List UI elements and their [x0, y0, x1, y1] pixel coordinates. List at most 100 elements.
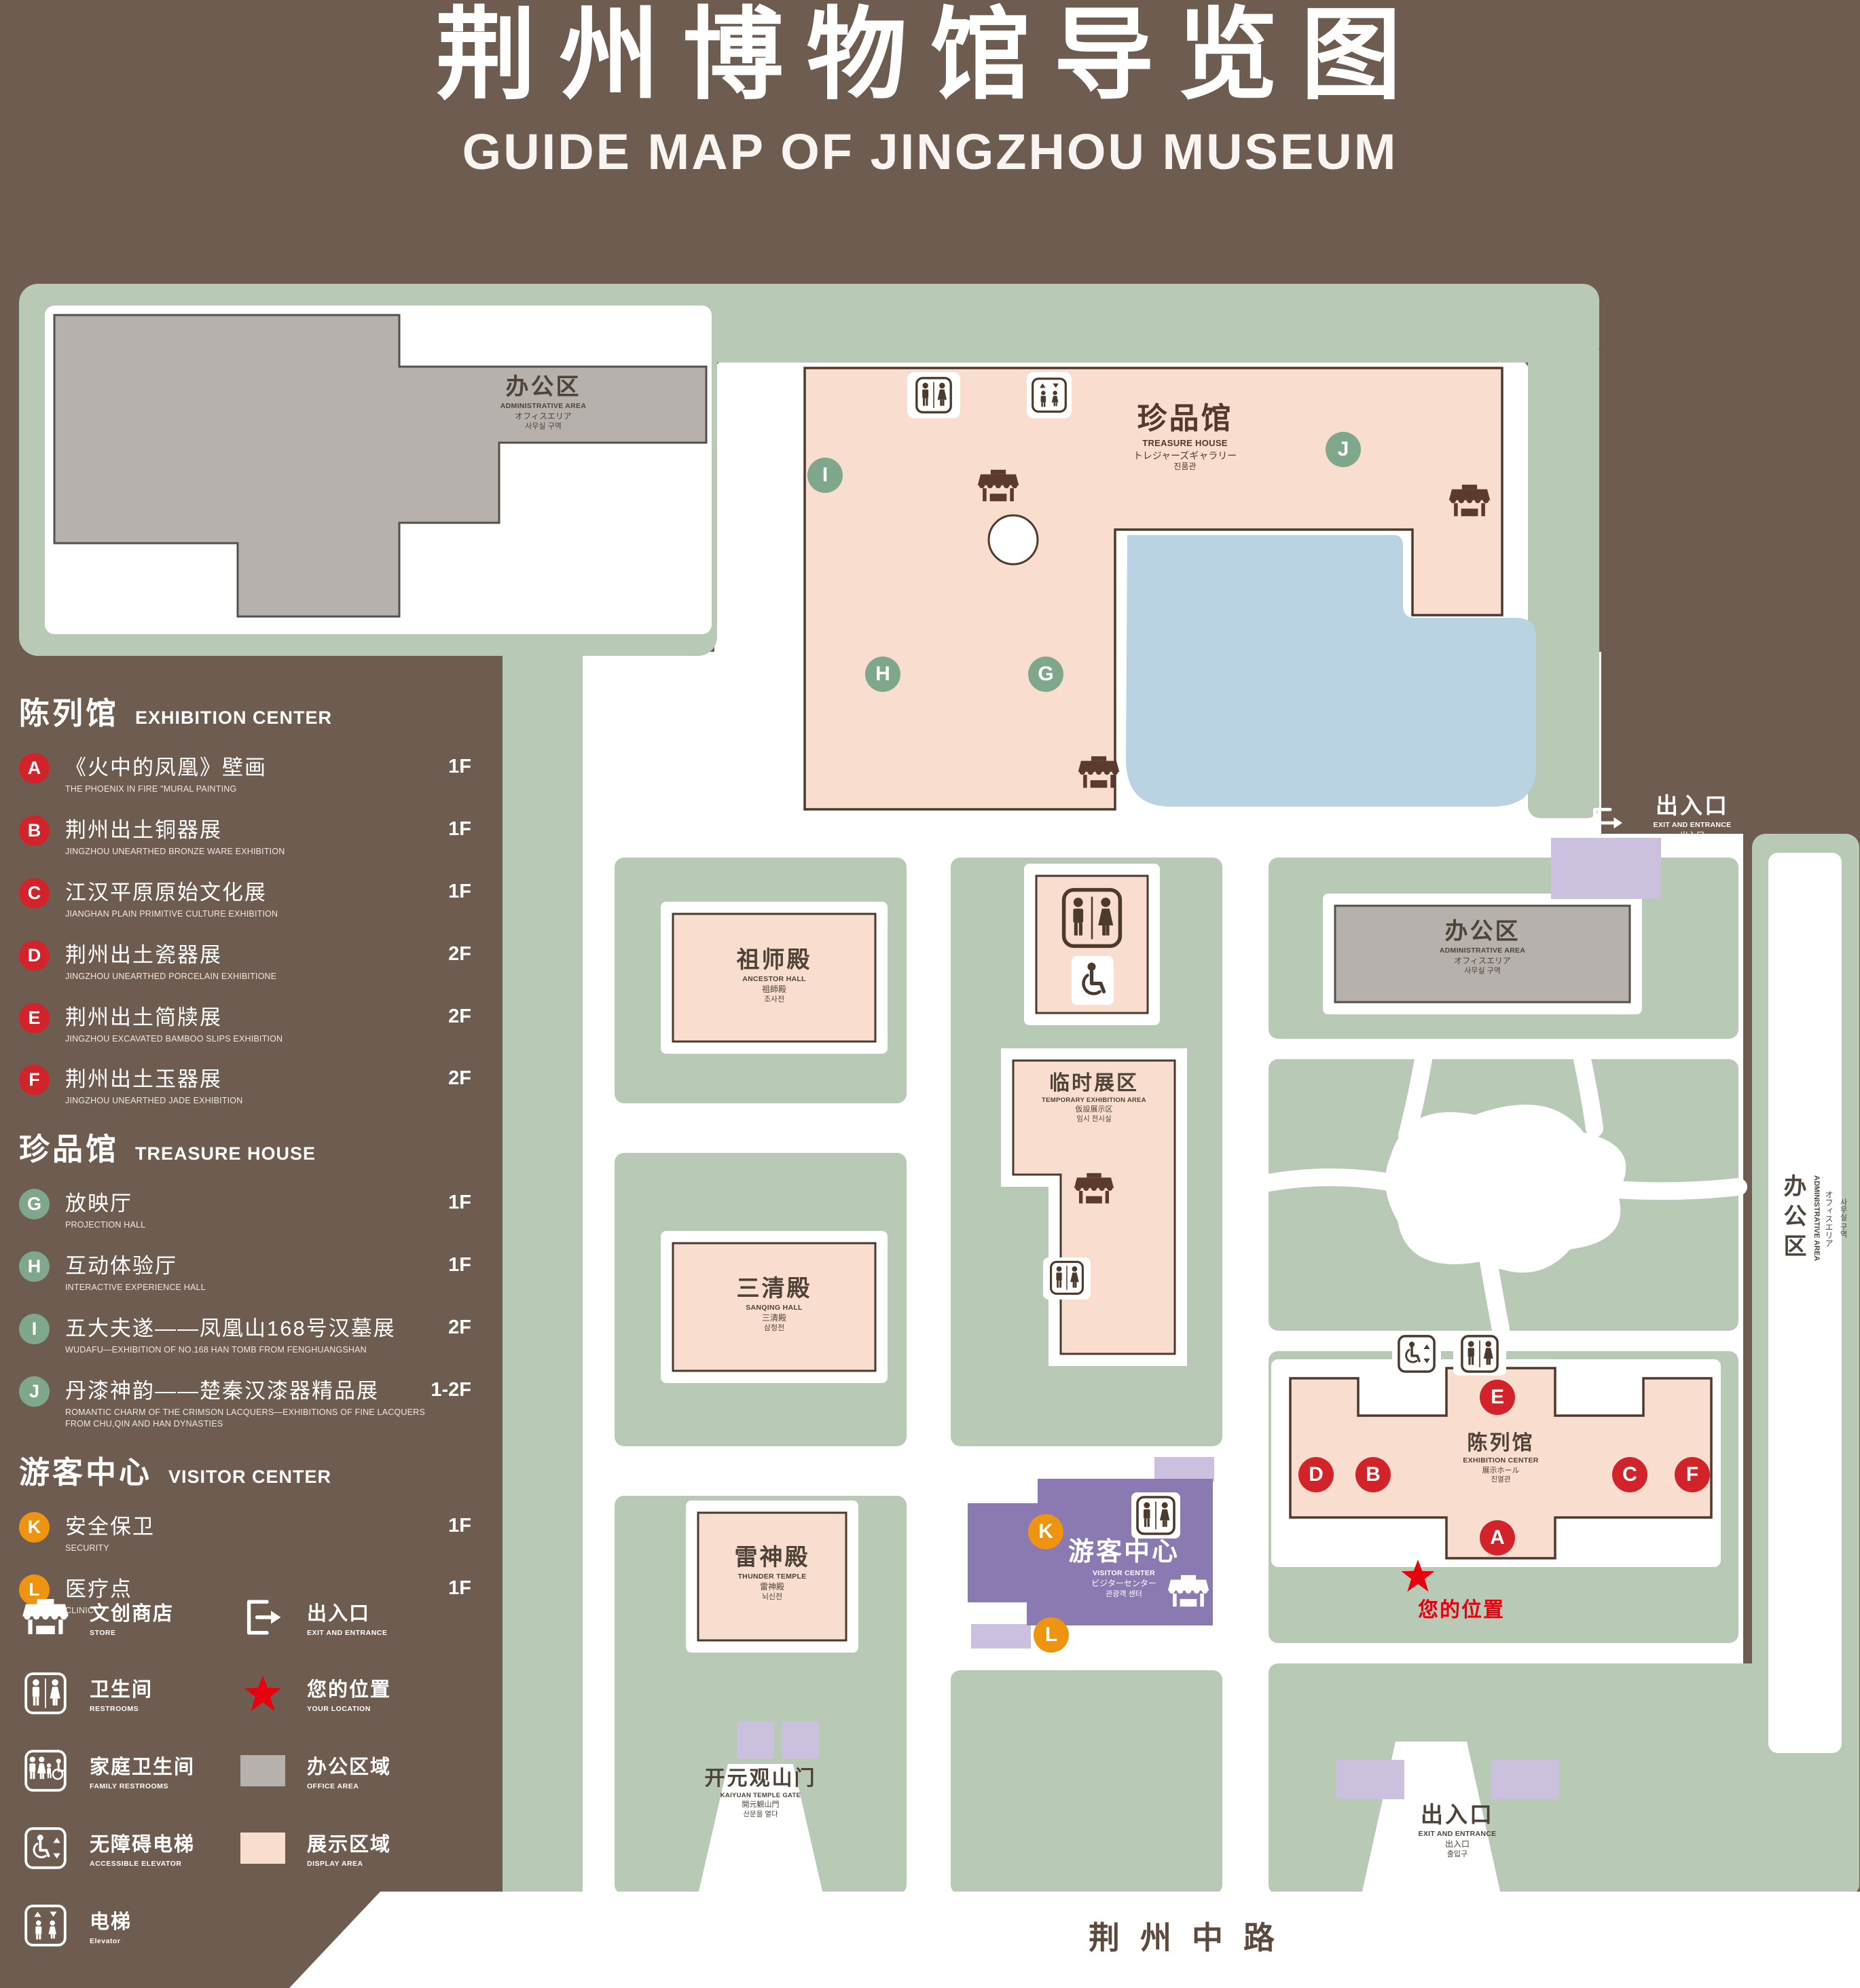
- label-en: EXIT AND ENTRANCE: [1418, 1829, 1497, 1838]
- marker-badge-E: E: [19, 1002, 50, 1033]
- map-marker-B: B: [1355, 1457, 1391, 1492]
- marker-badge-I: I: [19, 1314, 50, 1344]
- exhibit-name-en: ROMANTIC CHARM OF THE CRIMSON LACQUERS—E…: [65, 1407, 425, 1429]
- exhibit-name: 荆州出土玉器展 JINGZHOU UNEARTHED JADE EXHIBITI…: [65, 1062, 475, 1107]
- key-label-en: STORE: [90, 1629, 116, 1637]
- legend-item-K: K 安全保卫 SECURITY 1F: [19, 1509, 475, 1554]
- east-office-strip: [1768, 853, 1842, 1753]
- ne-entrance-pad: [1551, 838, 1661, 899]
- floor-label: 1F: [448, 1192, 471, 1214]
- gate-post: [737, 1722, 774, 1759]
- floor-label: 1F: [448, 1577, 471, 1599]
- office-building-mid: [1334, 904, 1631, 1004]
- your-location-label: 您的位置: [1418, 1599, 1505, 1621]
- elevator-icon: [19, 1904, 72, 1947]
- label-ko: 뇌신전: [761, 1593, 783, 1602]
- label-zh: 办公区: [1444, 919, 1520, 944]
- legend-item-F: F 荆州出土玉器展 JINGZHOU UNEARTHED JADE EXHIBI…: [19, 1062, 475, 1107]
- floor-label: 2F: [448, 1005, 471, 1027]
- label-ja: トレジャーズギャラリー: [1133, 450, 1237, 462]
- label-zh: 办公区: [505, 374, 581, 400]
- label-ja: オフィスエリア: [1824, 1190, 1834, 1247]
- temporary-exhibition-building: [1012, 1059, 1176, 1355]
- label-en: SANQING HALL: [746, 1304, 803, 1312]
- label-ja: 仮設展示区: [1075, 1105, 1113, 1114]
- label-ja: 展示ホール: [1482, 1466, 1520, 1475]
- section-treasure-house: 珍品馆 TREASURE HOUSE: [19, 1124, 475, 1168]
- key-exit: 出入口 EXIT AND ENTRANCE: [236, 1597, 515, 1638]
- exhibit-name-en: JIANGHAN PLAIN PRIMITIVE CULTURE EXHIBIT…: [65, 908, 278, 919]
- label-ja: 三清殿: [761, 1312, 786, 1323]
- legend-item-D: D 荆州出土瓷器展 JINGZHOU UNEARTHED PORCELAIN E…: [19, 938, 475, 982]
- key-label-zh: 出入口: [307, 1603, 371, 1625]
- label-ja: 出入口: [1679, 830, 1704, 840]
- accessible-elevator-chip: [1392, 1332, 1441, 1376]
- exhibit-name-zh: 荆州出土玉器展: [65, 1067, 222, 1092]
- page-title: 荆州博物馆导览图: [435, 0, 1425, 111]
- label-ko: 산문을 열다: [743, 1809, 778, 1818]
- key-label-zh: 文创商店: [90, 1603, 175, 1625]
- floor-label: 2F: [448, 1317, 471, 1338]
- accessible-elevator-icon: [19, 1826, 72, 1870]
- label-en: ADMINISTRATIVE AREA: [1439, 946, 1526, 955]
- key-spacer: [236, 1904, 515, 1947]
- marker-badge-B: B: [19, 815, 50, 846]
- map-marker-L: L: [1034, 1617, 1069, 1653]
- section-title-zh: 珍品馆: [19, 1132, 120, 1167]
- exhibit-name: 放映厅 PROJECTION HALL: [65, 1186, 475, 1231]
- key-label-en: YOUR LOCATION: [307, 1705, 371, 1713]
- legend-item-I: I 五大夫遂——凤凰山168号汉墓展 WUDAFU—EXHIBITION OF …: [19, 1311, 475, 1356]
- label-ja: 出入口: [1444, 1839, 1470, 1849]
- label-ja: オフィスエリア: [1454, 955, 1511, 965]
- south-entrance-pad: [1491, 1760, 1559, 1799]
- exhibit-name-en: CLINIC: [65, 1605, 94, 1615]
- exhibit-name: 荆州出土铜器展 JINGZHOU UNEARTHED BRONZE WARE E…: [65, 813, 475, 858]
- label-exhibition-center: 陈列馆 EXHIBITION CENTER 展示ホール 진열관: [1463, 1430, 1538, 1485]
- label-ja: ビジターセンター: [1091, 1579, 1156, 1589]
- map-marker-K: K: [1028, 1514, 1063, 1549]
- label-en: ADMINISTRATIVE AREA: [1812, 1175, 1821, 1262]
- marker-badge-C: C: [19, 877, 50, 908]
- office-area-swatch: [236, 1755, 289, 1786]
- key-label-zh: 展示区域: [307, 1834, 392, 1856]
- legend-item-H: H 互动体验厅 INTERACTIVE EXPERIENCE HALL 1F: [19, 1249, 475, 1293]
- floor-label: 1F: [448, 1254, 471, 1276]
- floor-label: 2F: [448, 1067, 471, 1090]
- your-location-star-icon: [236, 1674, 289, 1712]
- marker-badge-J: J: [19, 1376, 50, 1407]
- sanqing-hall-building: [672, 1242, 877, 1372]
- key-label-en: OFFICE AREA: [307, 1782, 359, 1790]
- road: [289, 1892, 1860, 1988]
- key-label-en: RESTROOMS: [90, 1705, 139, 1713]
- key-label-en: DISPLAY AREA: [307, 1860, 363, 1868]
- marker-badge-A: A: [19, 753, 50, 784]
- marker-badge-F: F: [19, 1065, 50, 1096]
- key-label-en: ACCESSIBLE ELEVATOR: [90, 1860, 182, 1868]
- label-en: ANCESTOR HALL: [742, 975, 806, 984]
- key-label-en: EXIT AND ENTRANCE: [307, 1629, 388, 1637]
- store-icon: [1448, 484, 1491, 517]
- label-en: TREASURE HOUSE: [1142, 438, 1228, 449]
- store-icon: [19, 1598, 72, 1637]
- label-treasure-house: 珍品馆 TREASURE HOUSE トレジャーズギャラリー 진품관: [1133, 399, 1237, 473]
- key-store: 文创商店 STORE: [19, 1597, 236, 1638]
- label-ko: 사무실 구역: [1839, 1198, 1847, 1238]
- exhibit-name-en: PROJECTION HALL: [65, 1220, 146, 1230]
- map-marker-D: D: [1298, 1457, 1334, 1492]
- ancestor-hall-building: [672, 913, 877, 1043]
- key-label-en: FAMILY RESTROOMS: [90, 1782, 168, 1790]
- label-admin-mid: 办公区 ADMINISTRATIVE AREA オフィスエリア 사무실 구역: [1440, 917, 1525, 976]
- store-icon: [1074, 1173, 1114, 1204]
- label-sanqing-hall: 三清殿 SANQING HALL 三清殿 삼청전: [737, 1274, 812, 1333]
- garden-paths: [1260, 1050, 1747, 1338]
- label-zh: 雷神殿: [734, 1545, 810, 1570]
- label-ko: 삼청전: [763, 1324, 785, 1333]
- exhibit-name-zh: 医疗点: [65, 1577, 132, 1601]
- key-label-zh: 家庭卫生间: [90, 1756, 196, 1778]
- exhibit-name-zh: 放映厅: [65, 1192, 132, 1216]
- label-en: VISITOR CENTER: [1092, 1569, 1156, 1578]
- label-admin-nw: 办公区 ADMINISTRATIVE AREA オフィスエリア 사무실 구역: [500, 372, 586, 432]
- label-ko: 진품관: [1173, 462, 1197, 472]
